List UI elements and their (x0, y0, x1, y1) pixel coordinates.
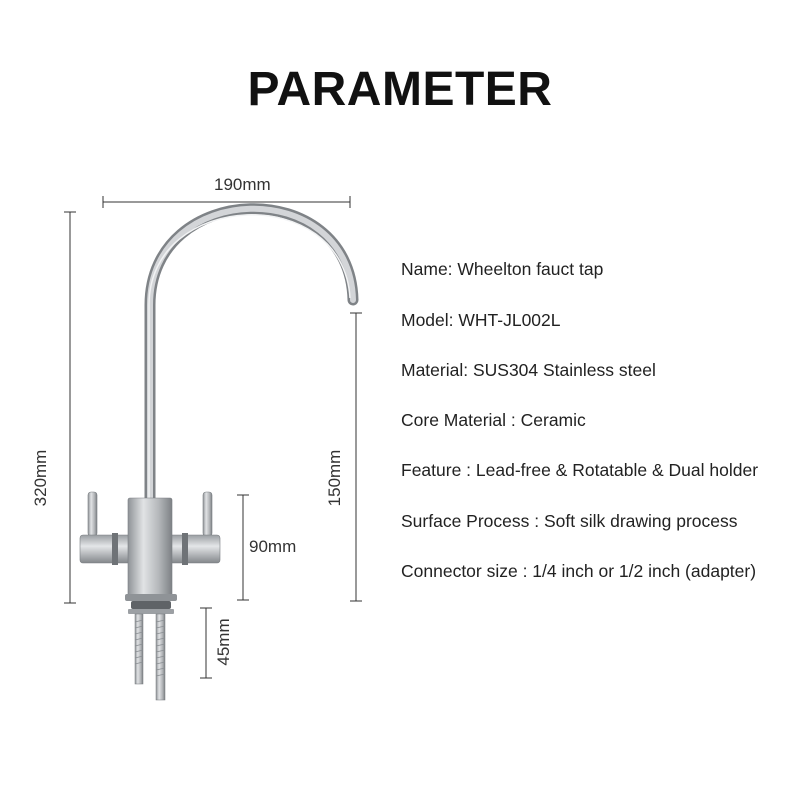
spec-model: Model: WHT-JL002L (401, 310, 561, 330)
spec-name: Name: Wheelton fauct tap (401, 259, 604, 279)
dimension-lines (64, 196, 362, 679)
spec-feature: Feature : Lead-free & Rotatable & Dual h… (401, 460, 759, 480)
body-height-dimension-label: 90mm (249, 537, 297, 556)
thread-length-dimension-label: 45mm (214, 618, 233, 666)
height-dimension-label: 320mm (31, 449, 50, 507)
width-dimension-label: 190mm (214, 175, 271, 194)
spec-connector-size: Connector size : 1/4 inch or 1/2 inch (a… (401, 561, 757, 581)
spec-core-material: Core Material : Ceramic (401, 410, 586, 430)
spec-surface-process: Surface Process : Soft silk drawing proc… (401, 511, 738, 531)
spout-height-dimension-label: 150mm (325, 449, 344, 507)
page-title: PARAMETER (247, 63, 553, 116)
faucet-illustration (79, 203, 359, 701)
spec-material: Material: SUS304 Stainless steel (401, 360, 656, 380)
